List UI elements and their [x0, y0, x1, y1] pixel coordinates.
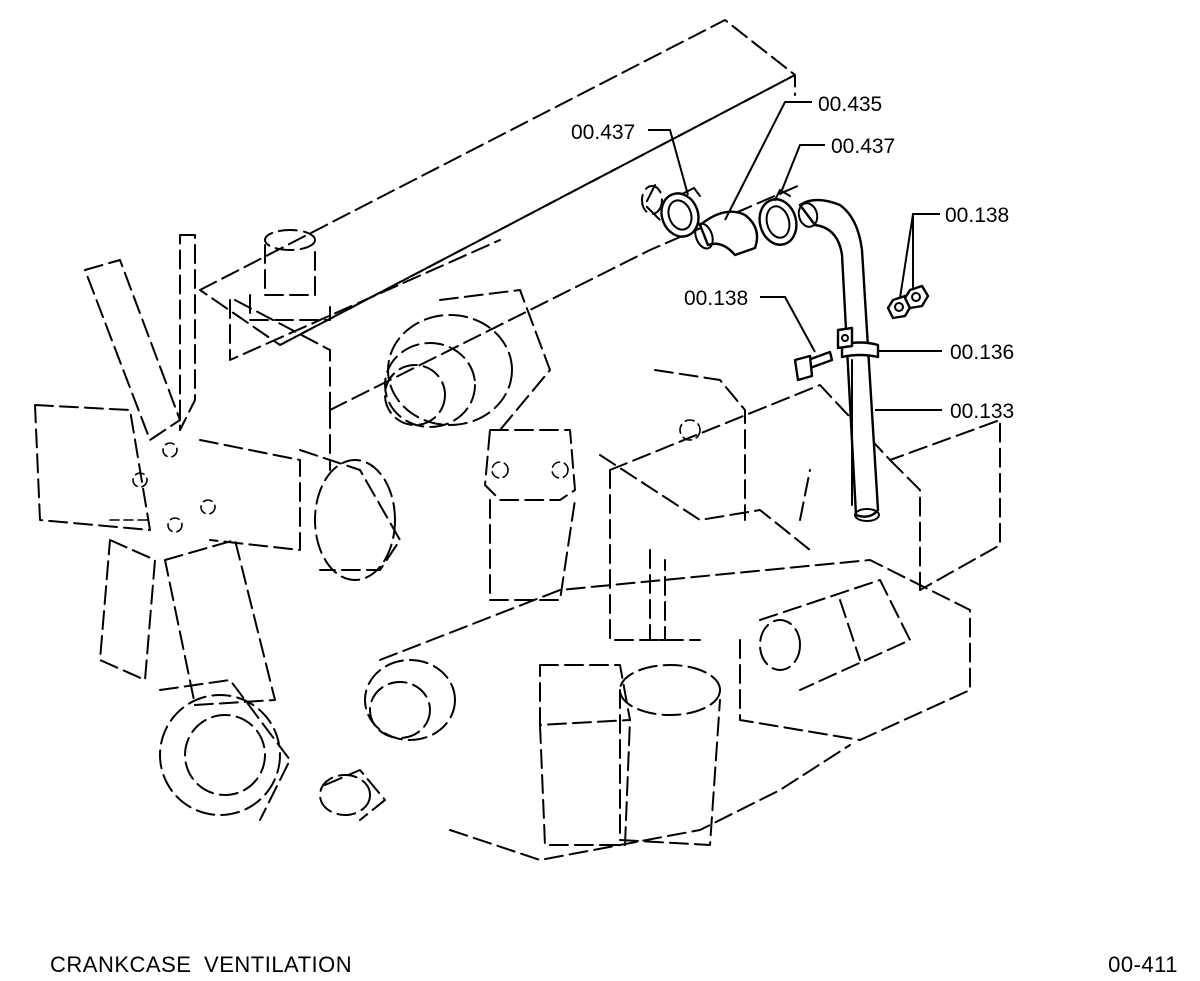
- callout-hose-elbow: 00.435: [818, 93, 882, 116]
- page-number: 00-411: [1108, 952, 1178, 977]
- leader-lines: [648, 101, 942, 411]
- callout-nuts: 00.138: [945, 204, 1009, 227]
- engine-outline: [34, 19, 1001, 861]
- callout-clamp-right: 00.437: [831, 135, 895, 158]
- bolt-part: [793, 350, 834, 382]
- nuts-part: [886, 284, 930, 320]
- callout-vent-pipe: 00.133: [950, 400, 1014, 423]
- clamp-left-part: [660, 186, 701, 238]
- callout-pipe-clip: 00.136: [950, 341, 1014, 364]
- hose-elbow-part: [694, 210, 759, 257]
- pipe-clip-part: [836, 326, 880, 359]
- vent-pipe-part: [797, 198, 880, 522]
- callout-clamp-left: 00.437: [571, 121, 635, 144]
- diagram-title: CRANKCASE VENTILATION: [50, 952, 353, 977]
- callout-bolt: 00.138: [684, 287, 748, 310]
- clamp-right-part: [758, 188, 798, 246]
